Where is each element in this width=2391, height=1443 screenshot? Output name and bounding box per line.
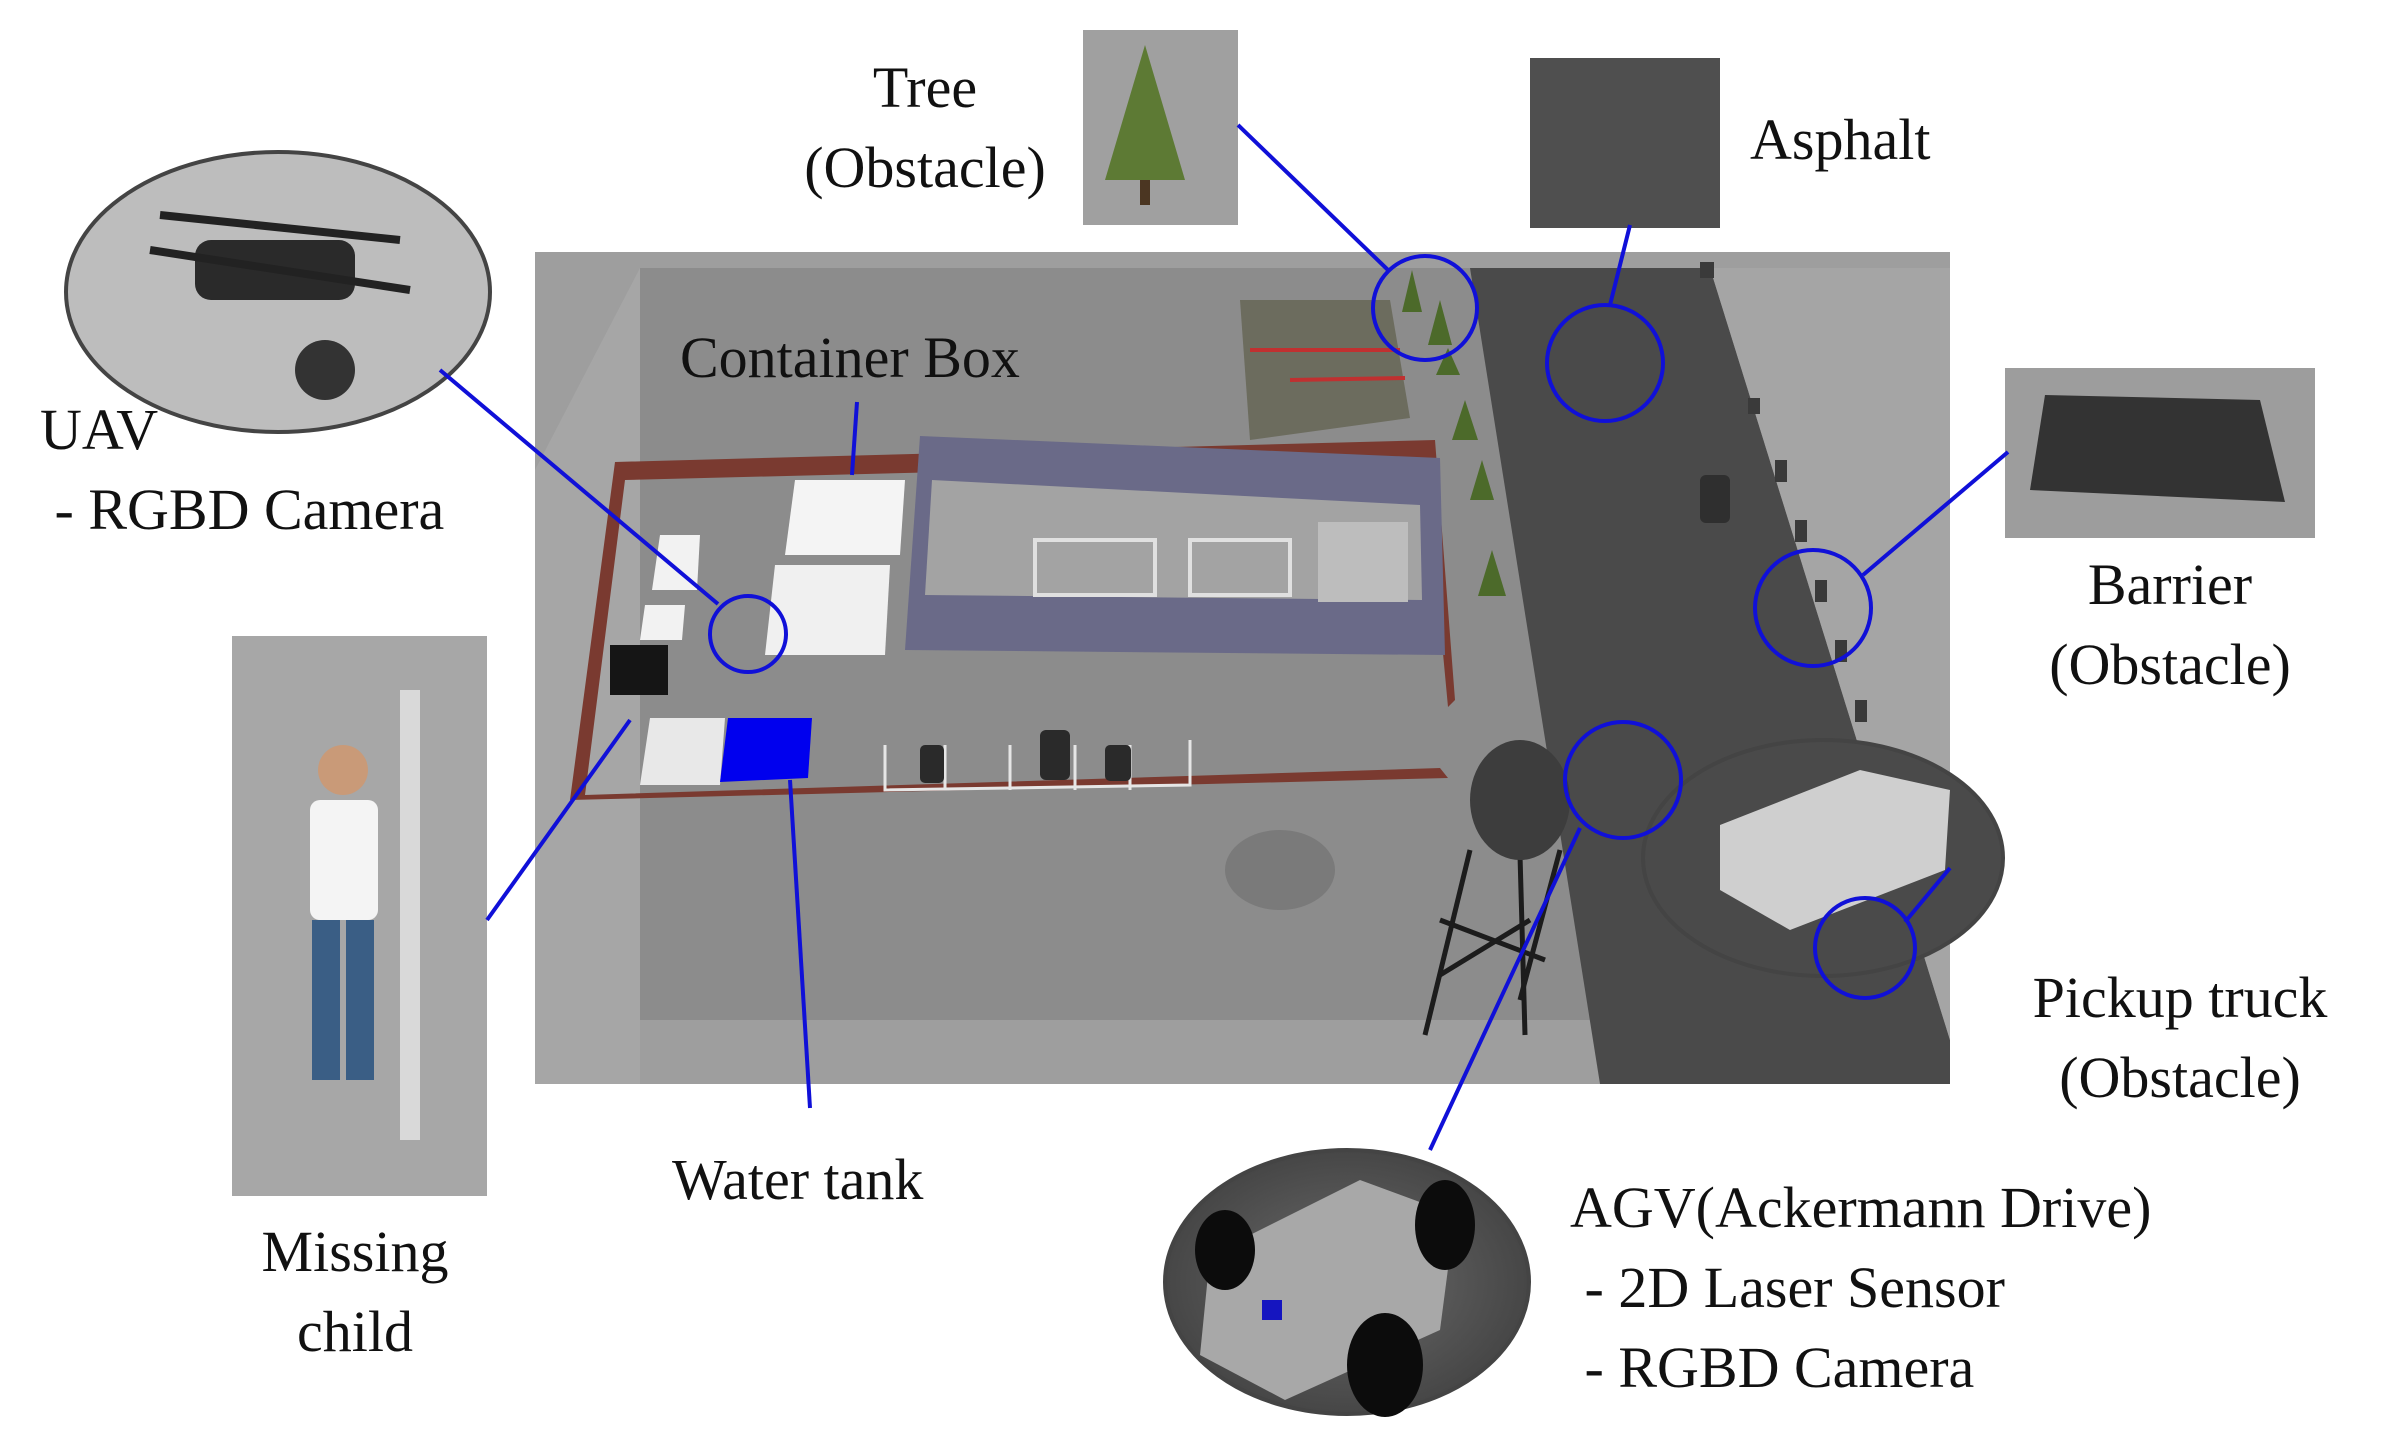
agv-label-line3: - RGBD Camera — [1570, 1335, 1975, 1400]
tree-label-line2: (Obstacle) — [804, 135, 1046, 200]
tree-callout-circle — [1371, 254, 1479, 362]
water-tank-box — [720, 718, 812, 782]
barrier-callout-circle — [1753, 548, 1873, 668]
callouts — [438, 123, 2010, 1151]
parked-cars — [920, 730, 1131, 783]
container-box-2 — [765, 565, 890, 655]
missing-child-leader-line — [485, 718, 632, 922]
container-leader-line — [850, 401, 859, 476]
asphalt-callout-circle — [1545, 303, 1665, 423]
uav-leader-line — [438, 368, 720, 606]
agv-leader-line — [1428, 827, 1582, 1151]
uav-inset — [64, 150, 492, 434]
asphalt-inset — [1530, 58, 1720, 228]
missing-child-label-line1: Missing — [261, 1219, 449, 1284]
barrier-leader-line — [1861, 450, 2010, 577]
water-tower — [1422, 849, 1563, 1036]
uav-label: UAV - RGBD Camera — [40, 390, 444, 550]
uav-callout-circle — [708, 594, 788, 674]
tree-inset — [1083, 30, 1238, 225]
upper-building — [1240, 300, 1410, 440]
pickup-callout-circle — [1813, 896, 1917, 1000]
pickup-label-line2: (Obstacle) — [2059, 1045, 2301, 1110]
agv-label: AGV(Ackermann Drive) - 2D Laser Sensor -… — [1570, 1168, 2151, 1408]
person-head — [318, 745, 368, 795]
water-tower-tank — [1470, 740, 1570, 860]
pickup-leader-line — [1903, 866, 1952, 924]
missing-child-label-line2: child — [297, 1299, 413, 1364]
barrier-label-line2: (Obstacle) — [2049, 632, 2291, 697]
container-box-1 — [785, 480, 905, 555]
pickup-label: Pickup truck (Obstacle) — [1990, 958, 2370, 1118]
perimeter-wall — [570, 440, 1455, 800]
tree-label: Tree (Obstacle) — [780, 48, 1070, 208]
missing-child-label: Missing child — [220, 1212, 490, 1372]
agv-label-line2: - 2D Laser Sensor — [1570, 1255, 2005, 1320]
water-tank-label: Water tank — [672, 1147, 924, 1212]
uav-label-line2: - RGBD Camera — [40, 477, 445, 542]
tree-label-line1: Tree — [872, 55, 978, 120]
container-box-label: Container Box — [680, 325, 1020, 390]
water-tank-leader-line — [788, 779, 812, 1109]
agv-label-line1: AGV(Ackermann Drive) — [1570, 1175, 2152, 1240]
agv-callout-circle — [1563, 720, 1683, 840]
agv-inset — [1163, 1148, 1531, 1417]
barrier-inset — [2005, 368, 2315, 538]
missing-child-inset — [232, 636, 487, 1196]
water-tower-shadow — [1225, 830, 1335, 910]
black-box — [610, 645, 668, 695]
uav-label-line1: UAV — [40, 397, 159, 462]
tree-row — [1402, 270, 1506, 596]
asphalt-label: Asphalt — [1750, 107, 1931, 172]
tree-leader-line — [1236, 123, 1390, 272]
barrier-label-line1: Barrier — [2087, 552, 2253, 617]
barrier-label: Barrier (Obstacle) — [2020, 545, 2320, 705]
truck-upper — [1700, 475, 1730, 523]
pickup-inset — [1641, 738, 2005, 978]
pickup-label-line1: Pickup truck — [2032, 965, 2328, 1030]
asphalt-leader-line — [1608, 224, 1632, 306]
